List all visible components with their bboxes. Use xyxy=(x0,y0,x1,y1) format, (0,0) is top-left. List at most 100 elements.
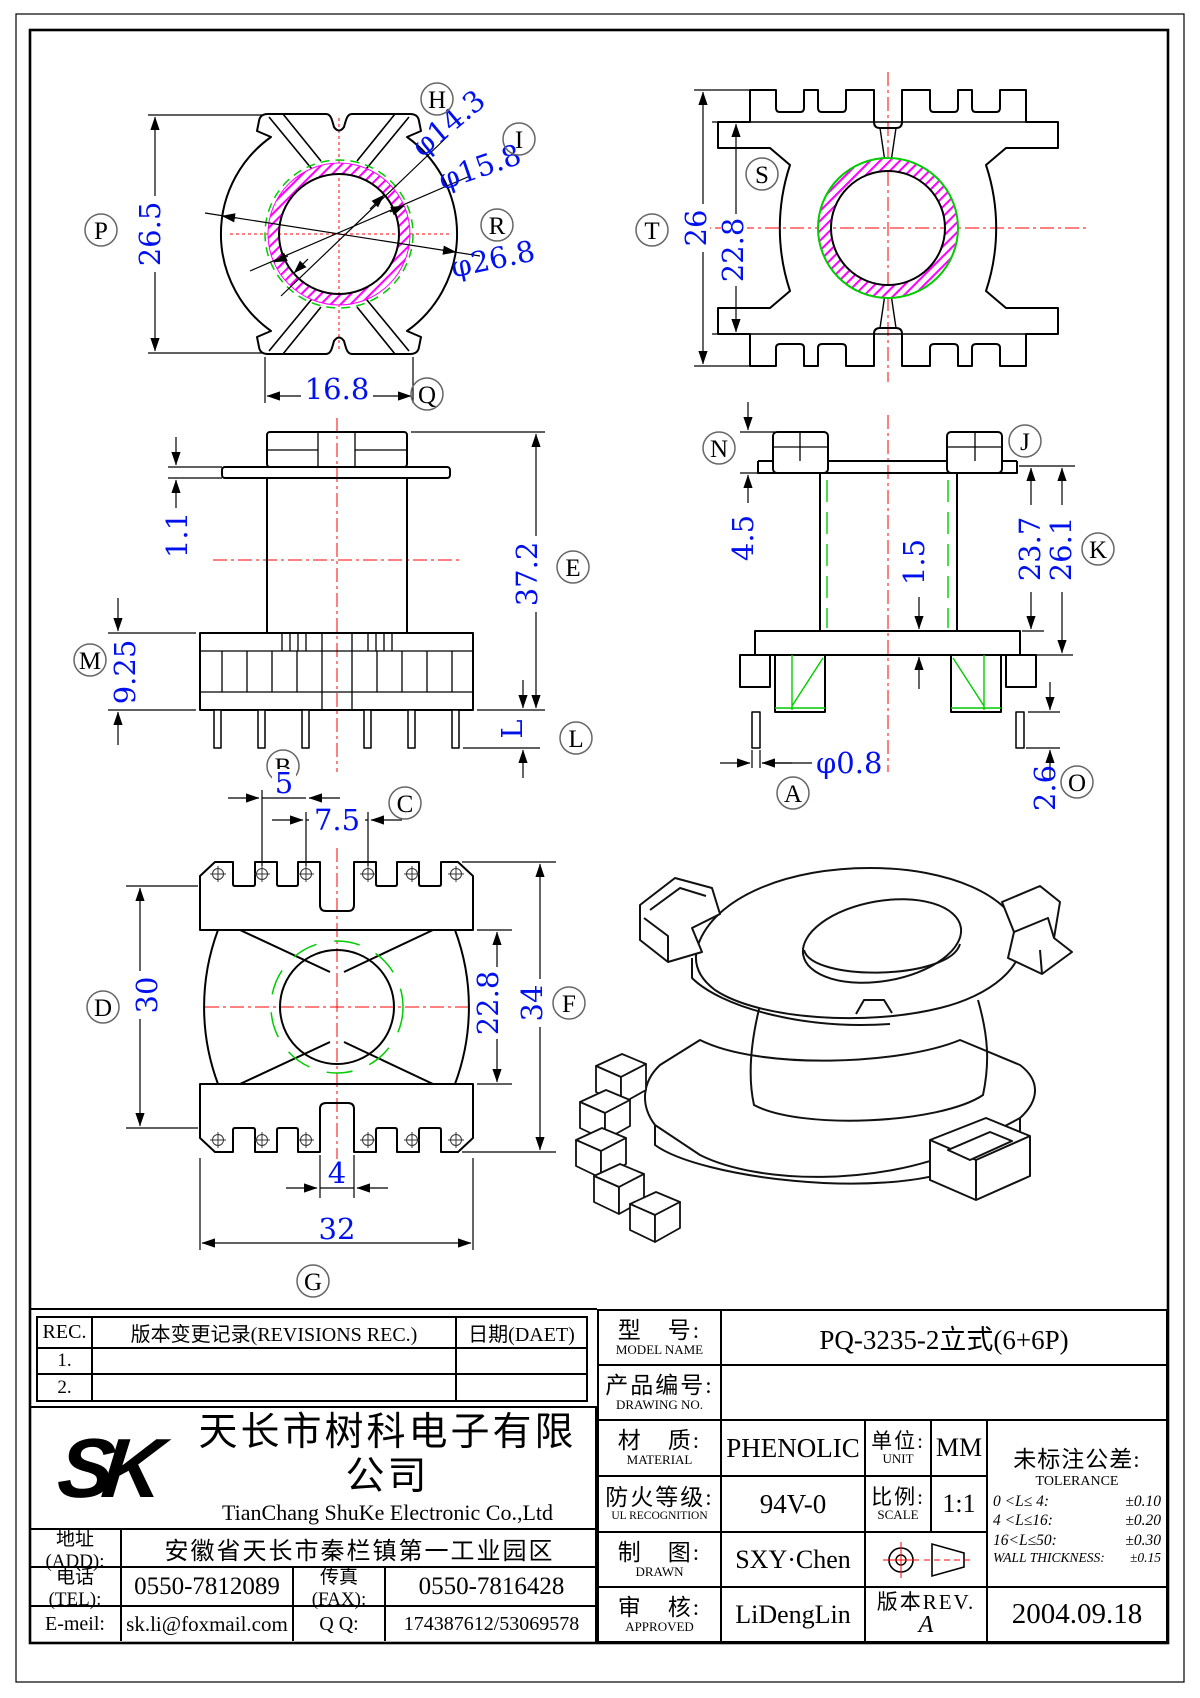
dim-23-7-lines xyxy=(1019,465,1075,656)
tol-value-2: ±0.30 xyxy=(1125,1531,1161,1549)
dim-22-8: 22.8 xyxy=(716,214,750,286)
bottom-view: 5 7.5 30 22.8 xyxy=(86,766,586,1298)
dim-5: 5 xyxy=(272,766,296,800)
tol-range-0: 0 <L≤ 4: xyxy=(993,1493,1049,1510)
approved-label-en: APPROVED xyxy=(625,1618,694,1634)
dim-4-lines xyxy=(286,1155,388,1198)
approved-label: 审 核: APPROVED xyxy=(599,1588,722,1641)
tel-value: 0550-7812089 xyxy=(122,1568,294,1605)
callout-S: S xyxy=(755,162,769,189)
callout-J: J xyxy=(1020,429,1030,456)
approved-value: LiDengLin xyxy=(722,1588,866,1641)
email-value: sk.li@foxmail.com xyxy=(122,1607,294,1641)
callout-I: I xyxy=(515,127,523,154)
svg-text:5: 5 xyxy=(275,766,293,800)
tolerance-row: 4 <L≤16: ±0.20 xyxy=(988,1511,1166,1530)
end-callout-circles xyxy=(84,82,536,411)
dim-2-6: 2.6 xyxy=(1028,765,1062,811)
dim-32-lines xyxy=(199,1158,474,1250)
isometric-view xyxy=(575,867,1073,1243)
drawingno-label-en: DRAWING NO. xyxy=(615,1396,704,1412)
callout-F: F xyxy=(562,991,576,1018)
drawingno-value xyxy=(722,1366,1166,1421)
rev-row1-date xyxy=(457,1349,586,1375)
outer-frame xyxy=(15,13,1185,1683)
drawingno-label: 产品编号: DRAWING NO. xyxy=(599,1366,722,1421)
dim-outer-leader xyxy=(204,212,481,257)
top-inner-lines xyxy=(750,121,1026,335)
svg-text:32: 32 xyxy=(319,1212,356,1246)
fax-label: 传真(FAX): xyxy=(294,1567,386,1610)
tol-range-3: WALL THICKNESS: xyxy=(993,1550,1105,1566)
callout-N: N xyxy=(710,436,728,463)
side-pins xyxy=(751,711,1025,749)
svg-text:22.8: 22.8 xyxy=(716,218,750,283)
svg-text:7.5: 7.5 xyxy=(314,803,360,837)
email-label: E-meil: xyxy=(30,1607,122,1641)
dim-9-25: 9.25 xyxy=(108,640,142,705)
callout-D: D xyxy=(94,995,112,1022)
drawn-label: 制 图: DRAWN xyxy=(599,1533,722,1588)
tel-label: 电话(TEL): xyxy=(30,1567,122,1610)
model-label: 型 号: MODEL NAME xyxy=(599,1311,722,1366)
fax-value: 0550-7816428 xyxy=(418,1572,565,1600)
tolerance-title: 未标注公差: xyxy=(1013,1447,1141,1472)
tel-row: 电话(TEL): 0550-7812089 传真(FAX): 0550-7816… xyxy=(30,1566,597,1610)
fire-label-en: UL RECOGNITION xyxy=(611,1510,708,1523)
dim-1-1: 1.1 xyxy=(160,512,194,558)
front-view: 1.1 37.2 9.25 L xyxy=(73,418,593,783)
svg-text:22.8: 22.8 xyxy=(471,971,505,1036)
callout-M: M xyxy=(79,648,101,675)
drawn-label-cn: 制 图: xyxy=(617,1539,702,1565)
projection-cell xyxy=(866,1533,988,1588)
dim-0-8: φ0.8 xyxy=(816,746,882,780)
dim-L: L xyxy=(495,719,529,738)
dim-30: 30 xyxy=(130,971,164,1019)
rev-cell: 版本REV. A xyxy=(866,1588,988,1641)
unit-label: 单位: UNIT xyxy=(866,1421,932,1477)
model-value: PQ-3235-2立式(6+6P) xyxy=(722,1311,1166,1366)
tolerance-row: 0 <L≤ 4: ±0.10 xyxy=(988,1492,1166,1511)
callout-T: T xyxy=(644,218,659,245)
dim-26-5: 26.5 xyxy=(133,196,167,272)
scale-label: 比例: SCALE xyxy=(866,1477,932,1533)
rev-col-rec: REC. xyxy=(38,1318,93,1349)
rev-row1-record xyxy=(93,1349,457,1375)
side-detail-lines xyxy=(773,432,1002,461)
svg-text:4: 4 xyxy=(328,1156,346,1190)
model-label-cn: 型 号: xyxy=(617,1317,702,1343)
drawn-label-en: DRAWN xyxy=(635,1563,684,1579)
aux-circle xyxy=(817,157,959,299)
top-view: 26 22.8 T S xyxy=(635,72,1088,382)
dim-26-1: 26.1 xyxy=(1044,513,1078,585)
svg-text:37.2: 37.2 xyxy=(510,542,544,607)
svg-text:26: 26 xyxy=(679,210,713,247)
callout-K: K xyxy=(1089,537,1107,564)
svg-text:16.8: 16.8 xyxy=(305,372,370,406)
callout-C: C xyxy=(397,791,414,818)
tol-value-3: ±0.15 xyxy=(1129,1550,1161,1566)
address-value: 安徽省天长市秦栏镇第一工业园区 xyxy=(164,1538,555,1565)
dim-1-5: 1.5 xyxy=(897,539,931,585)
bottom-outline-2 xyxy=(199,1083,474,1153)
end-wing-diagonals xyxy=(268,113,410,355)
rev-row2-record xyxy=(93,1375,457,1400)
title-block: 型 号: MODEL NAME PQ-3235-2立式(6+6P) 产品编号: … xyxy=(597,1309,1168,1643)
scale-label-cn: 比例: xyxy=(871,1485,925,1510)
rev-row2-no: 2. xyxy=(38,1375,93,1400)
svg-text:30: 30 xyxy=(130,977,164,1014)
company-name-cn: 天长市树科电子有限公司 xyxy=(198,1410,577,1499)
callout-A: A xyxy=(784,781,802,808)
dim-37-2: 37.2 xyxy=(510,536,544,612)
bottom-body xyxy=(203,929,470,1085)
svg-text:2.6: 2.6 xyxy=(1028,765,1062,811)
tolerance-row: WALL THICKNESS: ±0.15 xyxy=(988,1550,1166,1567)
dim-23-7: 23.7 xyxy=(1013,513,1047,585)
address-label: 地址(ADD): xyxy=(30,1529,122,1572)
ring-circle xyxy=(267,162,411,306)
svg-text:L: L xyxy=(495,719,529,738)
scale-value: 1:1 xyxy=(932,1477,988,1533)
side-callout-circles xyxy=(702,424,1115,810)
date-value: 2004.09.18 xyxy=(1011,1598,1143,1630)
